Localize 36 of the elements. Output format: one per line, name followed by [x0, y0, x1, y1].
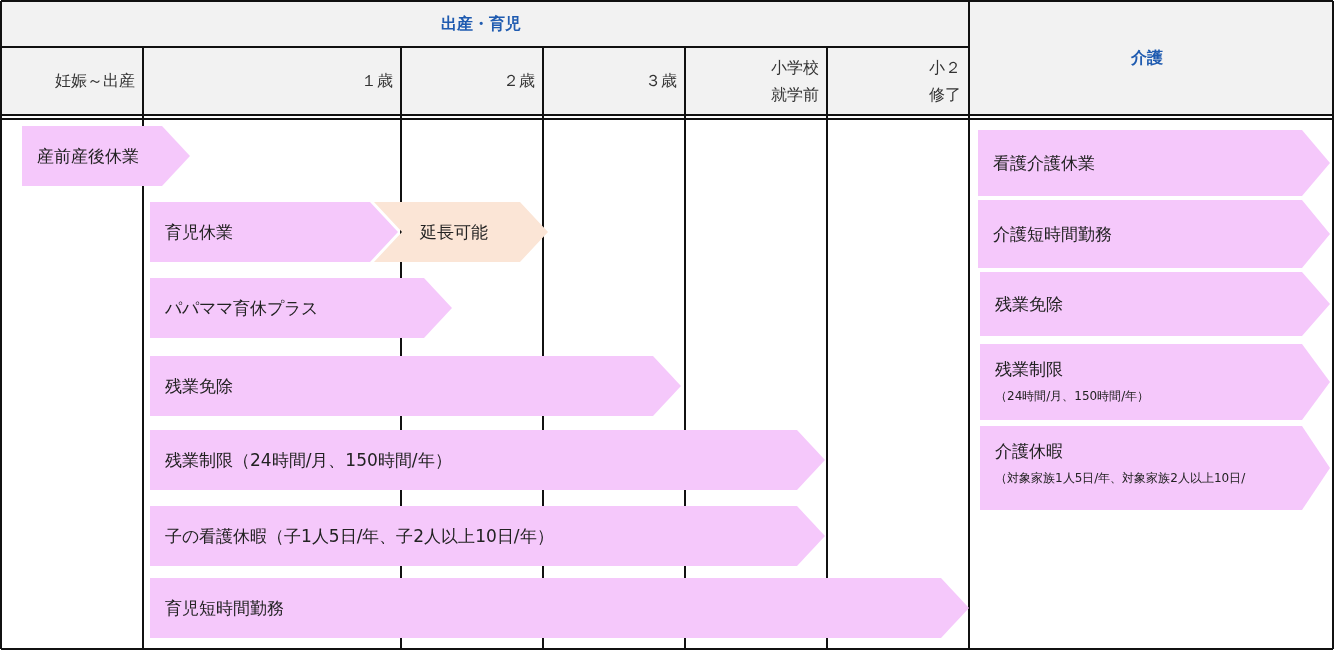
band-label: 子の看護休暇（子1人5日/年、子2人以上10日/年）: [165, 525, 554, 547]
age-heading: 小学校就学前: [770, 56, 819, 106]
band-label: 残業免除: [165, 375, 233, 397]
column-heading: 出産・育児: [441, 13, 521, 36]
arrow-band: [150, 506, 825, 566]
column-heading: 介護: [1131, 47, 1163, 70]
arrow-band: [150, 578, 969, 638]
arrow-band: [150, 278, 452, 338]
band-label: 育児短時間勤務: [165, 597, 284, 619]
arrow-band: [980, 344, 1330, 420]
arrow-band: [980, 272, 1330, 336]
band-note: （24時間/月、150時間/年）: [995, 388, 1150, 404]
age-heading: 妊娠～出産: [55, 70, 135, 93]
band-label: 残業免除: [995, 293, 1063, 315]
band-label: 残業制限（24時間/月、150時間/年）: [165, 449, 452, 471]
age-heading: １歳: [361, 70, 393, 93]
age-heading: 小２修了: [928, 56, 961, 106]
arrow-band: [374, 202, 548, 262]
band-label: 延長可能: [420, 221, 488, 243]
arrow-band: [980, 426, 1330, 510]
arrow-band: [978, 130, 1330, 196]
arrow-band: [150, 356, 681, 416]
arrow-band: [978, 200, 1330, 268]
band-label: 介護短時間勤務: [993, 223, 1112, 245]
band-label: パパママ育休プラス: [165, 297, 318, 319]
arrow-band: [150, 430, 825, 490]
arrow-band: [22, 126, 190, 186]
band-label: 産前産後休業: [37, 145, 139, 167]
band-label: 介護休暇: [995, 440, 1063, 462]
band-label: 看護介護休業: [993, 152, 1095, 174]
band-label: 残業制限: [995, 358, 1063, 380]
band-note: （対象家族1人5日/年、対象家族2人以上10日/: [995, 470, 1246, 486]
age-heading: ３歳: [645, 70, 677, 93]
band-label: 育児休業: [165, 221, 233, 243]
age-heading: ２歳: [503, 70, 535, 93]
arrow-band: [150, 202, 398, 262]
